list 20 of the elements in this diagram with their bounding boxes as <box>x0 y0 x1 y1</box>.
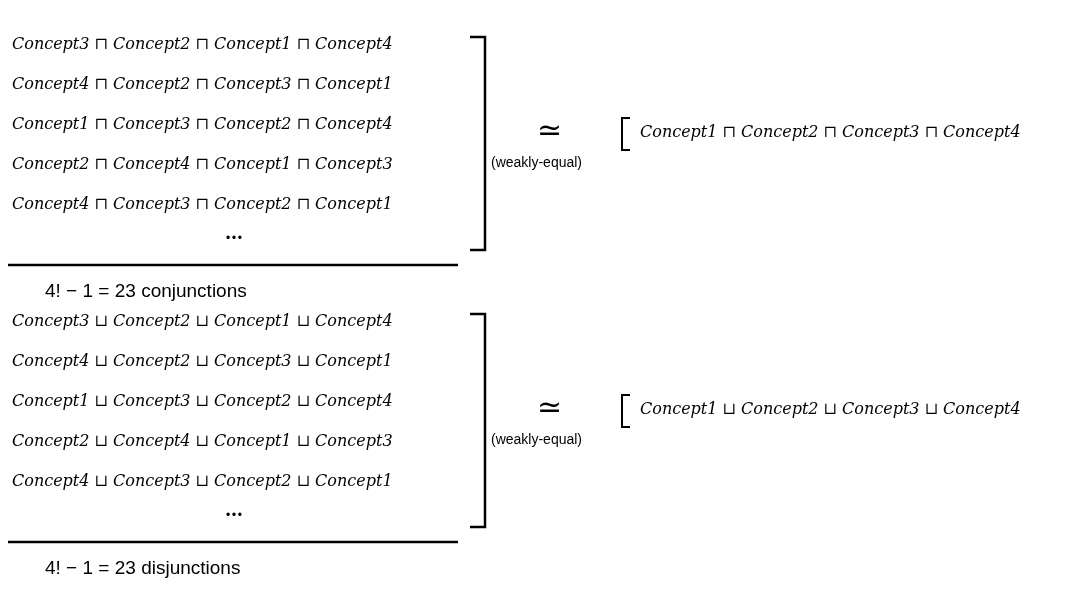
equivalence-symbol: ≃ <box>537 389 563 425</box>
formula-text: Concept2 ⊔ Concept4 ⊔ Concept1 ⊔ Concept3 <box>12 431 393 451</box>
equivalence-note: (weakly-equal) <box>491 154 583 171</box>
formula-text: Concept2 ⊓ Concept4 ⊓ Concept1 ⊓ Concept3 <box>12 154 393 174</box>
formula-text: Concept1 ⊔ Concept3 ⊔ Concept2 ⊔ Concept4 <box>12 391 393 411</box>
equivalence-note: (weakly-equal) <box>491 431 583 448</box>
formula-text: Concept3 ⊓ Concept2 ⊓ Concept1 ⊓ Concept4 <box>12 34 393 54</box>
formula-text: Concept4 ⊓ Concept3 ⊓ Concept2 ⊓ Concept1 <box>12 194 393 214</box>
formula-text: Concept4 ⊓ Concept2 ⊓ Concept3 ⊓ Concept1 <box>12 74 393 94</box>
ellipsis-text: … <box>225 222 243 244</box>
ellipsis-text: … <box>225 499 243 521</box>
formula-text: Concept4 ⊔ Concept2 ⊔ Concept3 ⊔ Concept1 <box>12 351 393 371</box>
formula-text: Concept1 ⊔ Concept2 ⊔ Concept3 ⊔ Concept4 <box>640 399 1021 419</box>
count-caption: 4! − 1 = 23 disjunctions <box>45 557 241 580</box>
count-caption: 4! − 1 = 23 conjunctions <box>45 280 247 303</box>
formula-text: Concept3 ⊔ Concept2 ⊔ Concept1 ⊔ Concept4 <box>12 311 393 331</box>
formula-text: Concept1 ⊓ Concept3 ⊓ Concept2 ⊓ Concept4 <box>12 114 393 134</box>
equivalence-symbol: ≃ <box>537 112 563 148</box>
formula-text: Concept1 ⊓ Concept2 ⊓ Concept3 ⊓ Concept4 <box>640 122 1021 142</box>
formula-text: Concept4 ⊔ Concept3 ⊔ Concept2 ⊔ Concept1 <box>12 471 393 491</box>
